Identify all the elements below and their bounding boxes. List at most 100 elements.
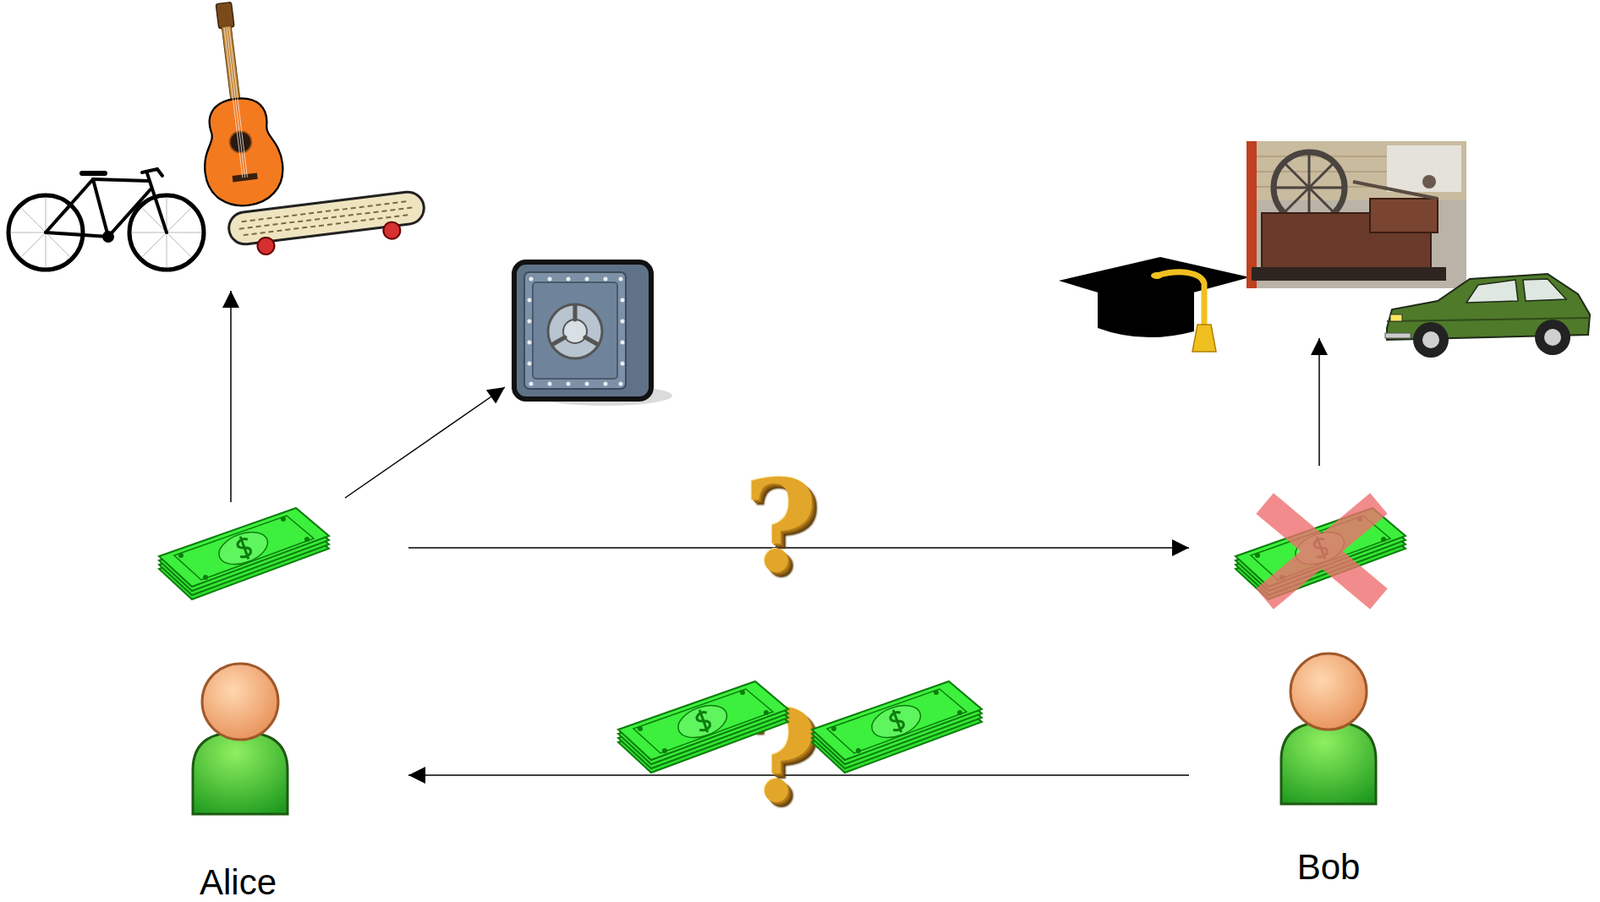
illustration-part	[547, 304, 603, 359]
illustration-part	[202, 663, 279, 740]
illustration-part	[1246, 171, 1387, 173]
illustration-part	[529, 277, 534, 282]
illustration-part	[230, 290, 232, 503]
illustration-part	[1413, 322, 1449, 358]
spend-arrows	[230, 290, 1320, 503]
illustration-part	[620, 340, 625, 346]
illustration-part	[102, 230, 115, 243]
person-name: Bob	[1189, 846, 1469, 889]
illustration-part	[108, 189, 151, 237]
illustration-part	[215, 1, 235, 28]
illustration-part	[1422, 175, 1436, 189]
illustration-part	[1255, 493, 1387, 610]
illustration-part	[93, 179, 109, 237]
illustration-part	[1246, 141, 1257, 289]
illustration-part	[585, 277, 590, 282]
money-stack	[158, 508, 329, 600]
illustration-part	[1246, 156, 1387, 187]
illustration-part	[224, 27, 247, 178]
person-node: Bob	[1189, 490, 1469, 902]
illustration-part	[603, 277, 609, 282]
illustration-part	[527, 298, 532, 303]
illustration-part	[547, 277, 553, 282]
illustration-part	[1058, 257, 1250, 307]
illustration-part	[527, 277, 625, 387]
question-mark: ?	[743, 692, 818, 820]
transfer-arrow	[408, 774, 1190, 777]
person-node: Alice	[67, 490, 409, 902]
illustration-part	[93, 179, 149, 181]
bicycle	[8, 169, 204, 270]
person-name: Alice	[67, 861, 409, 902]
illustration-part	[224, 27, 243, 178]
illustration-part	[8, 195, 204, 270]
steam-engine-photo	[1246, 141, 1467, 289]
illustration-part	[1290, 653, 1367, 730]
illustration-part	[45, 169, 167, 237]
illustration-part	[524, 272, 626, 390]
illustration-part	[1386, 145, 1462, 192]
person-icon	[1281, 653, 1376, 805]
illustration-part	[527, 340, 532, 346]
illustration-part	[1534, 319, 1571, 356]
money-stack	[811, 681, 982, 773]
illustration-part	[147, 173, 167, 233]
illustration-part	[1466, 279, 1518, 303]
illustration-part	[620, 319, 625, 324]
illustration-part	[566, 382, 571, 387]
illustration-part	[553, 337, 565, 345]
illustration-part	[585, 382, 590, 387]
illustration-part	[256, 236, 275, 256]
illustration-part	[1318, 338, 1321, 466]
illustration-part	[563, 319, 587, 344]
illustration-part	[620, 298, 625, 303]
illustration-part	[1192, 324, 1217, 352]
illustration-part	[1156, 272, 1205, 329]
illustration-part	[227, 190, 427, 247]
car	[1385, 273, 1590, 358]
illustration-part	[529, 382, 534, 387]
illustration-part	[547, 382, 553, 387]
illustration-part	[1390, 314, 1403, 322]
illustration-part	[45, 179, 94, 233]
illustration-part	[1385, 333, 1411, 339]
person-icon	[192, 663, 288, 815]
illustration-part	[1150, 272, 1163, 280]
illustration-part	[527, 361, 532, 367]
illustration-part	[514, 262, 652, 400]
illustration-part	[45, 232, 109, 237]
illustration-part	[229, 27, 248, 177]
illustration-part	[345, 387, 505, 499]
illustration-part	[1251, 267, 1447, 281]
money-stack	[618, 681, 789, 773]
illustration-part	[1246, 186, 1387, 188]
illustration-part	[1281, 722, 1376, 805]
illustration-part	[1544, 328, 1562, 346]
illustration-part	[226, 27, 246, 178]
illustration-part	[585, 337, 598, 345]
illustration-part	[142, 169, 163, 176]
illustration-part	[566, 277, 571, 282]
illustration-part	[619, 382, 624, 387]
illustration-part	[1246, 156, 1387, 158]
illustration-part	[1369, 198, 1438, 233]
illustration-part	[82, 170, 105, 176]
cross-mark	[1255, 493, 1387, 610]
illustration-part	[1255, 493, 1387, 610]
illustration-part	[532, 282, 618, 379]
transfer-arrow	[408, 547, 1190, 549]
illustration-part	[620, 361, 625, 367]
illustration-part	[553, 306, 598, 345]
illustration-part	[1246, 141, 1467, 289]
guitar	[185, 0, 288, 210]
illustration-part	[619, 277, 624, 282]
graduation-cap	[1058, 257, 1250, 352]
illustration-part	[1283, 162, 1335, 214]
illustration-part	[1422, 331, 1440, 349]
safe	[514, 262, 673, 406]
illustration-part	[1283, 162, 1335, 214]
illustration-part	[527, 319, 532, 324]
